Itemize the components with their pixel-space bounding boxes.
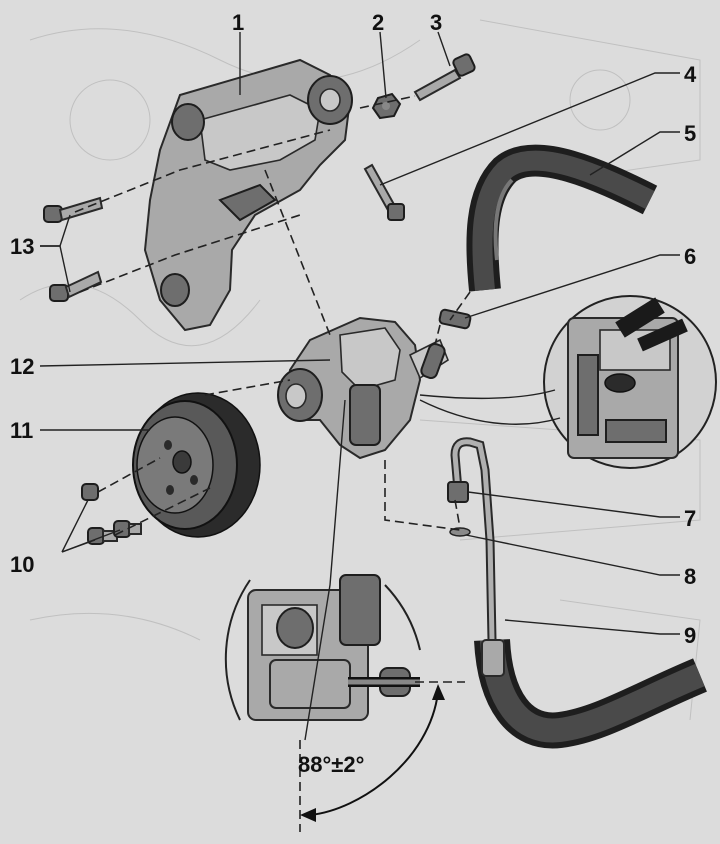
callout-5: 5 — [684, 121, 696, 146]
clamp-6 — [438, 308, 472, 330]
pulley-11 — [132, 392, 261, 538]
callout-labels: 1 2 3 4 5 6 7 8 9 10 11 12 13 88°±2° — [10, 10, 697, 777]
pump-bracket — [143, 58, 353, 332]
callout-1: 1 — [232, 10, 244, 35]
bolt-4 — [363, 163, 405, 221]
union-nut-7 — [447, 481, 469, 503]
bolt-3 — [413, 53, 476, 102]
callout-9: 9 — [684, 623, 696, 648]
callout-7: 7 — [684, 506, 696, 531]
callout-4: 4 — [684, 62, 697, 87]
power-steering-pump — [277, 316, 449, 460]
callout-2: 2 — [372, 10, 384, 35]
callout-13: 13 — [10, 234, 34, 259]
callout-11: 11 — [10, 418, 33, 443]
detail-view-angle — [224, 574, 421, 721]
callout-12: 12 — [10, 354, 34, 379]
angle-label: 88°±2° — [298, 752, 364, 777]
callout-8: 8 — [684, 564, 696, 589]
bolt-13-lower — [49, 270, 103, 302]
pulley-bolt-10-c — [113, 520, 142, 538]
angle-indicator — [299, 681, 465, 832]
callout-6: 6 — [684, 244, 696, 269]
pressure-line-9 — [450, 437, 707, 749]
callout-10: 10 — [10, 552, 34, 577]
leader-lines — [39, 31, 680, 741]
pulley-bolt-10-a — [81, 483, 99, 501]
detail-view-hose-connection — [543, 295, 717, 469]
suction-hose-5 — [466, 144, 658, 292]
callout-3: 3 — [430, 10, 442, 35]
assembly-axis-lines — [74, 95, 471, 536]
